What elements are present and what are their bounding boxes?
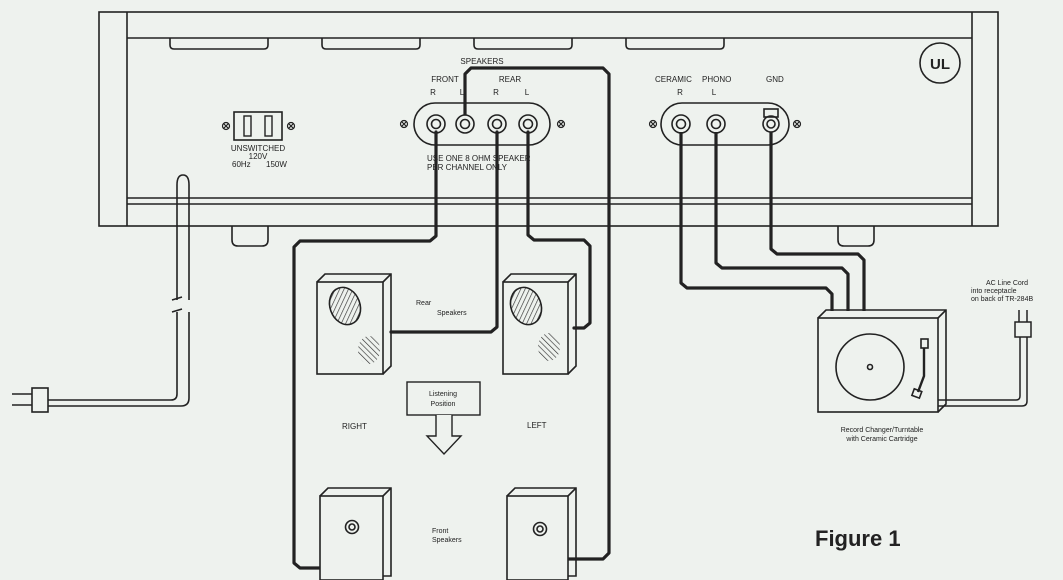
turntable-caption-line2: with Ceramic Cartridge [845, 436, 917, 443]
rear-right-speaker [316, 273, 392, 375]
front-left-speaker [506, 487, 577, 580]
phono-wires [679, 132, 866, 311]
ground-post-icon [762, 108, 780, 133]
speakers-title: SPEAKERS [460, 57, 503, 66]
wire-rear-left [526, 130, 592, 330]
phono-input-panel: CERAMIC PHONO GND R L [648, 75, 802, 146]
screw-icon [221, 121, 296, 131]
ul-listing-badge: UL [919, 42, 961, 84]
ac-cord-label-line1: AC Line Cord [986, 280, 1028, 287]
outlet-label-voltage: 120V [249, 152, 268, 161]
amplifier-power-cord [12, 174, 190, 413]
listening-label-line2: Position [431, 401, 456, 408]
front-r-label: R [430, 88, 436, 97]
listening-label-line1: Listening [429, 391, 457, 398]
rear-speakers-label-line1: Rear [416, 300, 432, 307]
front-speakers-label-line1: Front [432, 528, 448, 535]
turntable-caption-line1: Record Changer/Turntable [841, 427, 924, 434]
outlet-label-frequency: 60Hz [232, 160, 251, 169]
rear-label: REAR [499, 75, 521, 84]
turntable-power-cord [938, 310, 1032, 407]
outlet-icon [233, 111, 283, 141]
unswitched-outlet: UNSWITCHED 120V 60Hz 150W [221, 111, 296, 169]
phono-label: PHONO [702, 75, 731, 84]
rear-l-label: L [525, 88, 530, 97]
speaker-note-line2: PER CHANNEL ONLY [427, 163, 508, 172]
front-l-label: L [460, 88, 465, 97]
screw-icon [648, 119, 802, 129]
speaker-note-line1: USE ONE 8 OHM SPEAKER [427, 154, 531, 163]
outlet-label-unswitched: UNSWITCHED [231, 144, 285, 153]
front-right-speaker [319, 487, 392, 580]
outlet-label-wattage: 150W [266, 160, 287, 169]
rear-r-label: R [493, 88, 499, 97]
speaker-terminal-panel: SPEAKERS FRONT REAR R L R L USE ONE 8 OH… [399, 57, 566, 172]
wire-ground [769, 132, 866, 311]
phono-l-label: L [712, 88, 717, 97]
amplifier-back-panel [98, 11, 999, 247]
turntable-icon [817, 309, 947, 413]
gnd-label: GND [766, 75, 784, 84]
rear-left-speaker [502, 273, 577, 375]
listening-position: Listening Position [406, 381, 481, 456]
figure-label: Figure 1 [815, 526, 901, 551]
phono-r-label: R [677, 88, 683, 97]
ac-cord-label-line3: on back of TR-284B [971, 296, 1033, 303]
screw-icon [399, 119, 566, 129]
ac-plug-icon [1014, 310, 1032, 338]
wire-phono-left [714, 132, 850, 311]
down-arrow-icon [425, 415, 463, 456]
right-side-label: RIGHT [342, 422, 367, 431]
wire-rear-right [389, 130, 499, 334]
phono-jack-icon [671, 114, 726, 134]
ac-plug-icon [12, 387, 49, 413]
speaker-jack-icon [344, 519, 360, 535]
ac-cord-label-line2: into receptacle [971, 288, 1017, 295]
left-side-label: LEFT [527, 421, 547, 430]
rear-speakers-label-line2: Speakers [437, 310, 467, 317]
front-speakers-label-line2: Speakers [432, 537, 462, 544]
front-label: FRONT [431, 75, 459, 84]
speaker-jack-icon [426, 114, 538, 134]
speaker-jack-icon [532, 521, 548, 537]
ceramic-label: CERAMIC [655, 75, 692, 84]
ul-badge-text: UL [930, 56, 950, 73]
wire-phono-right [679, 132, 834, 311]
